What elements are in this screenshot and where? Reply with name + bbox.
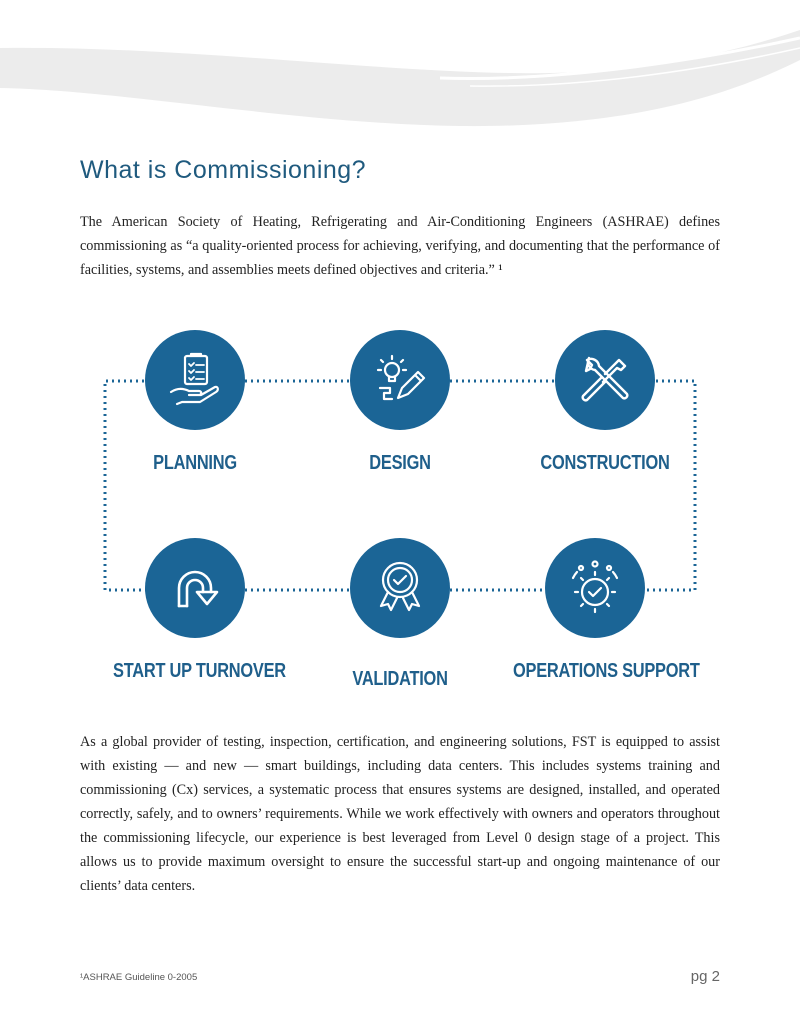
award-check-icon xyxy=(379,561,421,612)
intro-paragraph: The American Society of Heating, Refrige… xyxy=(80,214,720,278)
step-circle xyxy=(545,538,645,638)
step-label: PLANNING xyxy=(153,452,237,474)
step-circle xyxy=(145,330,245,430)
lightbulb-pencil-icon xyxy=(376,354,426,401)
step-planning: PLANNING xyxy=(95,330,295,475)
step-circle xyxy=(145,538,245,638)
step-validation: VALIDATION xyxy=(300,538,500,691)
step-operations-support: OPERATIONS SUPPORT xyxy=(495,538,700,683)
step-design: DESIGN xyxy=(300,330,500,475)
step-label: START UP TURNOVER xyxy=(113,660,286,682)
circular-arrow-icon xyxy=(177,570,219,608)
footnote: ¹ASHRAE Guideline 0-2005 xyxy=(80,972,198,983)
wrench-hammer-icon xyxy=(581,356,629,402)
step-circle xyxy=(350,538,450,638)
body-paragraph: As a global provider of testing, inspect… xyxy=(80,734,720,894)
step-label: CONSTRUCTION xyxy=(540,452,670,474)
header-swoosh xyxy=(0,0,800,127)
commissioning-lifecycle-diagram: PLANNING DESIGN CONSTRUCTION xyxy=(0,320,800,700)
step-circle xyxy=(555,330,655,430)
step-construction: CONSTRUCTION xyxy=(505,330,705,475)
step-label: OPERATIONS SUPPORT xyxy=(513,660,700,682)
step-label: VALIDATION xyxy=(352,668,448,690)
page-number: pg 2 xyxy=(690,968,720,985)
gear-check-icon xyxy=(571,560,619,614)
step-label: DESIGN xyxy=(369,452,431,474)
step-start-up-turnover: START UP TURNOVER xyxy=(95,538,295,683)
clipboard-hand-icon xyxy=(169,352,219,406)
dotted-connector xyxy=(103,379,697,592)
page-title: What is Commissioning? xyxy=(80,156,367,184)
step-circle xyxy=(350,330,450,430)
